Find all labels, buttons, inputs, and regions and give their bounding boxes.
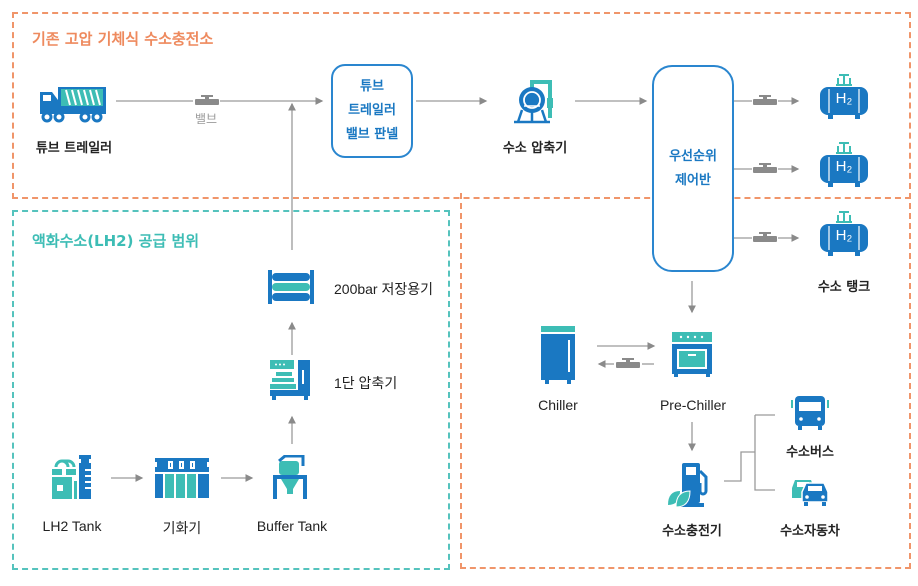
h2-text: H₂ xyxy=(835,158,853,175)
hydrogen-tank-icon: H₂ xyxy=(818,211,870,261)
line-branch-2 xyxy=(754,415,775,491)
valve-icon xyxy=(616,358,640,368)
lh2-zone-title: 액화수소(LH2) 공급 범위 xyxy=(32,232,200,250)
lh2-tank-label: LH2 Tank xyxy=(42,518,102,534)
priority-control-panel-box[interactable]: 우선순위 제어반 xyxy=(652,65,734,272)
h2-text: H₂ xyxy=(835,90,853,107)
line-dispenser-vehicles xyxy=(724,451,755,482)
hydrogen-car-icon xyxy=(792,480,829,506)
tube-trailer-label: 튜브 트레일러 xyxy=(35,141,113,156)
buffer-tank-label: Buffer Tank xyxy=(256,518,328,534)
existing-station-zone-lower xyxy=(460,193,911,569)
h2-text: H₂ xyxy=(835,227,853,244)
storage-vessel-icon xyxy=(268,270,314,304)
valve-panel-line2: 트레일러 xyxy=(348,103,396,118)
hydrogen-car-label: 수소자동차 xyxy=(780,524,840,539)
lh2-supply-zone xyxy=(12,210,450,570)
valve-panel-line1: 튜브 xyxy=(360,79,384,94)
hydrogen-compressor-label: 수소 압축기 xyxy=(502,141,568,156)
hydrogen-compressor-icon xyxy=(514,80,553,124)
tube-trailer-icon xyxy=(40,87,106,123)
hydrogen-dispenser-icon xyxy=(668,463,708,508)
chiller-icon xyxy=(541,326,575,384)
hydrogen-dispenser-label: 수소충전기 xyxy=(662,524,722,539)
hydrogen-tank-icon: H₂ xyxy=(818,74,870,124)
vaporizer-icon xyxy=(155,458,209,498)
lh2-tank-icon xyxy=(52,455,91,499)
vaporizer-label: 기화기 xyxy=(162,520,202,536)
first-stage-compressor-icon xyxy=(270,360,310,400)
valve-icons xyxy=(195,95,777,368)
valve-panel-box[interactable]: 튜브 트레일러 밸브 판넬 xyxy=(331,64,413,158)
hydrogen-bus-icon xyxy=(791,396,829,430)
valve-icon xyxy=(753,232,777,242)
first-stage-compressor-label: 1단 압축기 xyxy=(334,375,398,391)
hydrogen-bus-label: 수소버스 xyxy=(786,445,834,460)
valve-icon xyxy=(195,95,219,105)
existing-station-title: 기존 고압 기체식 수소충전소 xyxy=(32,30,214,48)
hydrogen-tank-label: 수소 탱크 xyxy=(817,280,871,295)
priority-panel-line2: 제어반 xyxy=(675,172,711,188)
hydrogen-tank-icon: H₂ xyxy=(818,142,870,192)
valve-panel-line3: 밸브 판넬 xyxy=(345,127,399,142)
storage-200bar-label: 200bar 저장용기 xyxy=(334,281,434,297)
valve-icon xyxy=(753,95,777,105)
priority-panel-line1: 우선순위 xyxy=(669,148,717,164)
buffer-tank-icon xyxy=(273,455,307,499)
chiller-label: Chiller xyxy=(538,397,578,413)
valve-icon xyxy=(753,163,777,173)
valve-label: 밸브 xyxy=(195,112,218,126)
pre-chiller-label: Pre-Chiller xyxy=(659,397,727,413)
pre-chiller-icon xyxy=(672,332,712,377)
